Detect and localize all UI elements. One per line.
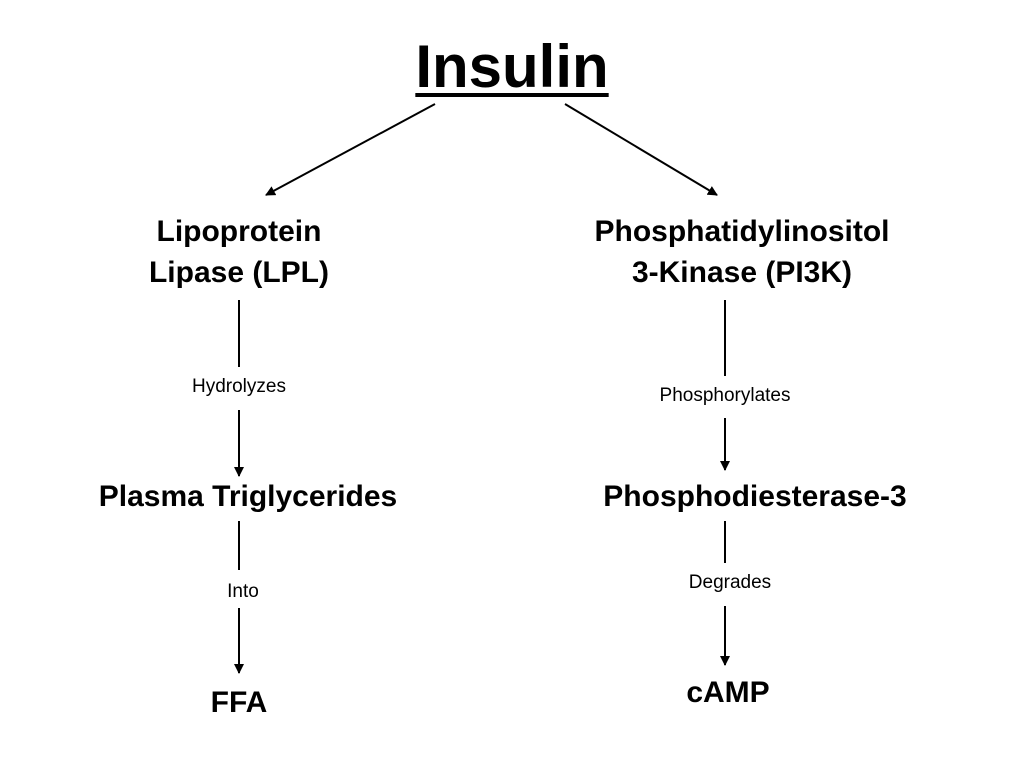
arrow-insulin-to-pi3k xyxy=(564,103,718,196)
ffa-node: FFA xyxy=(210,686,268,719)
hydrolyzes-label: Hydrolyzes xyxy=(192,376,286,397)
diagram-title: Insulin xyxy=(415,33,609,100)
pi3k-label-line2: 3-Kinase (PI3K) xyxy=(631,256,853,289)
phosphorylates-label: Phosphorylates xyxy=(659,385,791,406)
into-label: Into xyxy=(227,581,259,602)
camp-node: cAMP xyxy=(686,676,770,709)
arrow-insulin-to-lpl xyxy=(265,103,436,196)
lpl-label-line1: Lipoprotein xyxy=(156,215,322,248)
pi3k-node: Phosphatidylinositol 3-Kinase (PI3K) xyxy=(542,211,942,293)
plasma-triglycerides-node: Plasma Triglycerides xyxy=(98,480,398,513)
pi3k-label-line1: Phosphatidylinositol xyxy=(594,215,890,248)
lpl-node: Lipoprotein Lipase (LPL) xyxy=(89,211,389,293)
phosphodiesterase-3-node: Phosphodiesterase-3 xyxy=(603,480,907,513)
degrades-label: Degrades xyxy=(688,572,772,593)
lpl-label-line2: Lipase (LPL) xyxy=(148,256,329,289)
